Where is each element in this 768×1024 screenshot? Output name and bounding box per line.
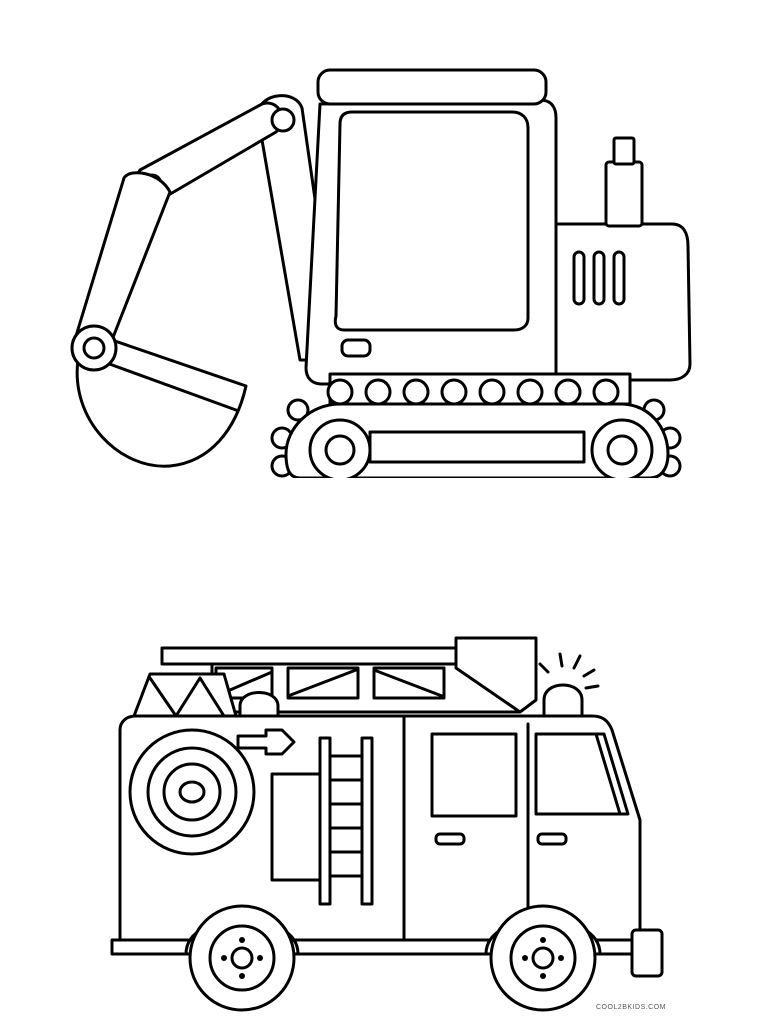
beacon-flash-icon [538,652,600,690]
watermark-text: COOL2BKIDS.COM [596,1004,667,1011]
track-hub-right [606,434,638,466]
side-compartment [270,772,322,882]
exhaust-pipe [604,160,644,228]
vent-slot-3 [612,250,626,306]
front-wheel [484,904,602,1012]
rear-wheel [184,904,300,1012]
exhaust-cap [612,136,636,166]
track-rollers [270,378,682,478]
hose-reel-hub [178,780,206,804]
cab-door-handle-rear [434,832,466,846]
bucket-pivot-inner [82,336,106,360]
excavator-stick [74,171,172,342]
excavator-illustration [70,68,700,498]
boom-pivot [270,107,296,133]
cab-roof [316,68,548,106]
track-center-panel [368,430,586,464]
cab-door-handle [340,338,372,358]
rear-beacon [238,691,280,718]
fire-truck-illustration [110,636,664,1012]
front-beacon [542,683,584,718]
side-ladder [318,736,374,906]
vent-slot-1 [572,250,586,306]
track-hub-left [324,434,356,466]
cab-door-handle-front [536,832,568,846]
front-bumper [630,928,664,978]
cab-window [333,110,530,332]
cab-window-rear [430,732,518,818]
bucket-edge [102,360,238,412]
vent-slot-2 [592,250,606,306]
ladder-tip [454,636,538,714]
hose-nozzle [236,728,296,756]
excavator-bucket [75,338,248,468]
